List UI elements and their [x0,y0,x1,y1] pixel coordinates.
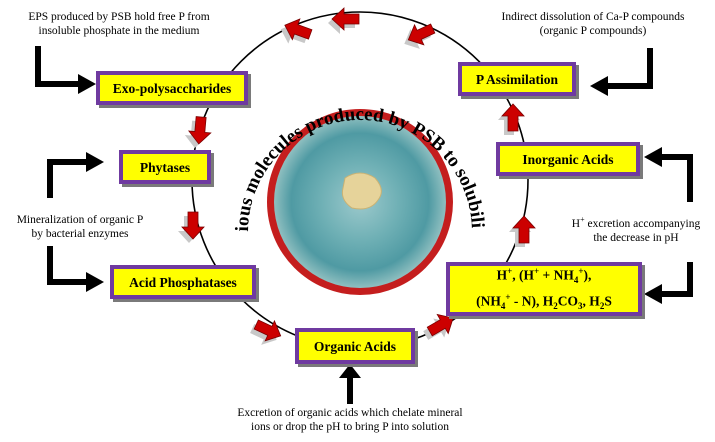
p-assimilation-label: P Assimilation [475,71,559,87]
note-hplus: H+ excretion accompanying the decrease i… [571,215,701,244]
acid-phosphatases-label: Acid Phosphatases [129,274,237,290]
arrow-indirect-to-passim [606,48,653,89]
inorganic-acids-box: Inorganic Acids [496,142,640,176]
cycle-arrows [178,7,536,345]
arrow-mineral-to-acidphos [47,246,88,285]
arrow-hplus-to-inorganic [660,154,693,202]
organic-acids-box: Organic Acids [295,328,415,364]
flow-arrowheads [78,74,662,378]
acid-phosphatases-box: Acid Phosphatases [110,265,256,299]
note-excretion: Excretion of organic acids which chelate… [237,407,463,433]
inorganic-acids-label: Inorganic Acids [522,151,614,167]
arrow-top-right [407,23,436,46]
phytases-label: Phytases [139,159,191,175]
arrow-top-left-2 [331,7,360,31]
arrow-ions-to-inorganic [512,215,536,244]
arrow-hplus-to-ions [660,262,693,297]
arrow-mineral-to-phytases [47,159,88,198]
arrow-organic-to-ions [426,313,454,337]
ions-line-1: H+, (H+ + NH4+), [496,265,592,285]
arrow-exo-to-phytases [187,116,212,145]
organic-acids-label: Organic Acids [313,338,397,354]
arrow-phytases-to-acidphos [181,211,205,240]
arrow-top-left-1 [284,18,313,41]
ions-box: H+, (H+ + NH4+), (NH4+ - N), H2CO3, H2S [446,262,642,316]
exo-polysaccharides-box: Exo-polysaccharides [96,71,248,105]
exo-polysaccharides-label: Exo-polysaccharides [112,80,232,96]
note-mineralization: Mineralization of organic P by bacterial… [16,214,144,240]
arrow-inorganic-to-passim [501,103,525,132]
arrow-acidphos-to-organic [253,319,282,342]
note-eps: EPS produced by PSB hold free P from ins… [28,11,210,37]
phytases-box: Phytases [119,150,211,184]
ions-line-2: (NH4+ - N), H2CO3, H2S [476,292,612,312]
note-indirect: Indirect dissolution of Ca-P compounds (… [501,11,685,37]
p-assimilation-box: P Assimilation [458,62,576,96]
bacterial-colony [341,172,382,210]
arrow-eps-to-exo [35,46,80,87]
flow-arrows [35,46,693,404]
